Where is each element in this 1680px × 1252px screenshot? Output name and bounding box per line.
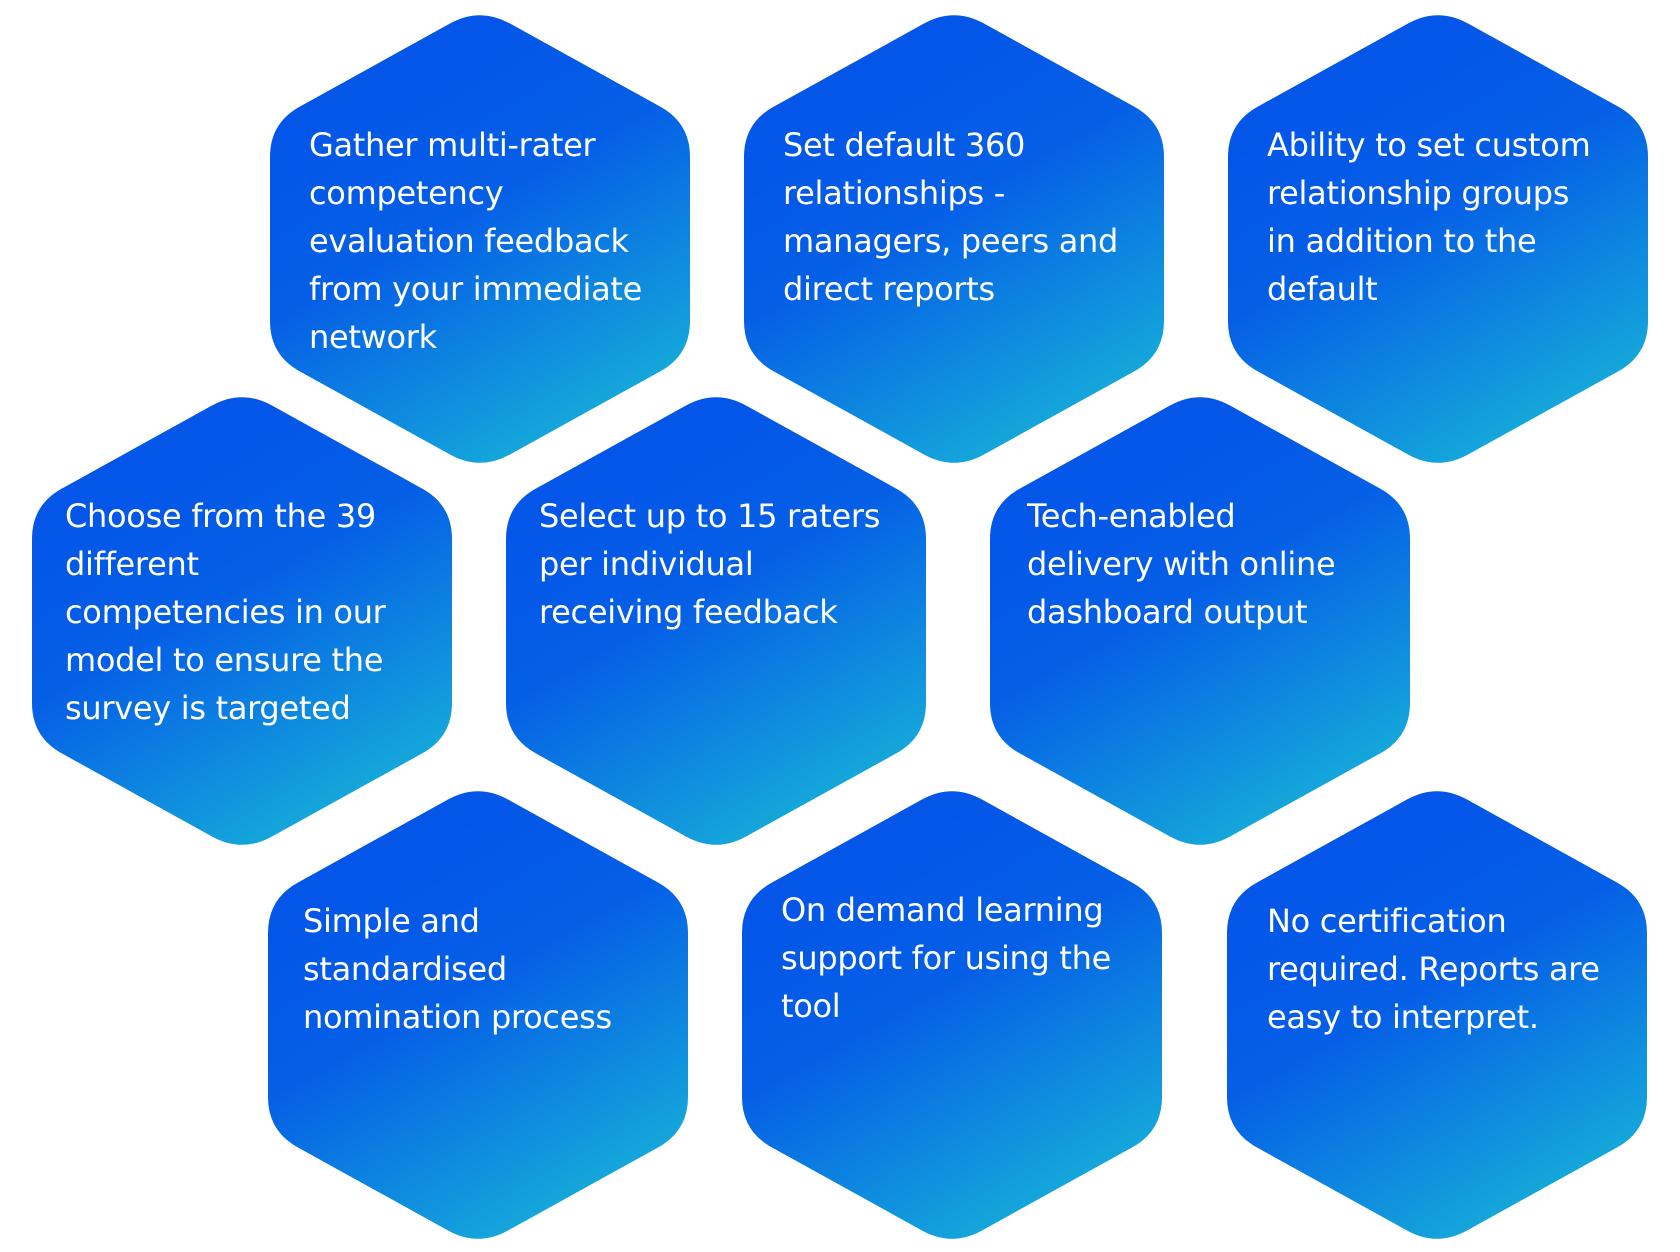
hexagon-custom-groups: [1228, 15, 1648, 463]
hexagon-learning-support: [742, 791, 1162, 1239]
feature-text: Select up to 15 raters per individual re…: [539, 497, 881, 631]
hexagon-multi-rater-feedback: [270, 15, 690, 463]
hexagon-raters-limit: [506, 397, 926, 845]
hexagon-competency-model: [32, 397, 452, 845]
hexagon-tech-delivery: [990, 397, 1410, 845]
feature-text: Set default 360 relationships - managers…: [783, 126, 1119, 308]
feature-text: Tech-enabled delivery with online dashbo…: [1027, 497, 1336, 631]
hexagon-default-relationships: [744, 15, 1164, 463]
hexagon-no-certification: [1227, 791, 1647, 1239]
feature-text: No certification required. Reports are e…: [1267, 902, 1600, 1036]
feature-text: Choose from the 39 different competencie…: [65, 497, 386, 727]
feature-text: Gather multi-rater competency evaluation…: [309, 126, 643, 356]
feature-text: Ability to set custom relationship group…: [1267, 126, 1591, 308]
feature-text: On demand learning support for using the…: [781, 891, 1112, 1025]
feature-text: Simple and standardised nomination proce…: [303, 902, 612, 1036]
hexagon-nomination-process: [268, 791, 688, 1239]
